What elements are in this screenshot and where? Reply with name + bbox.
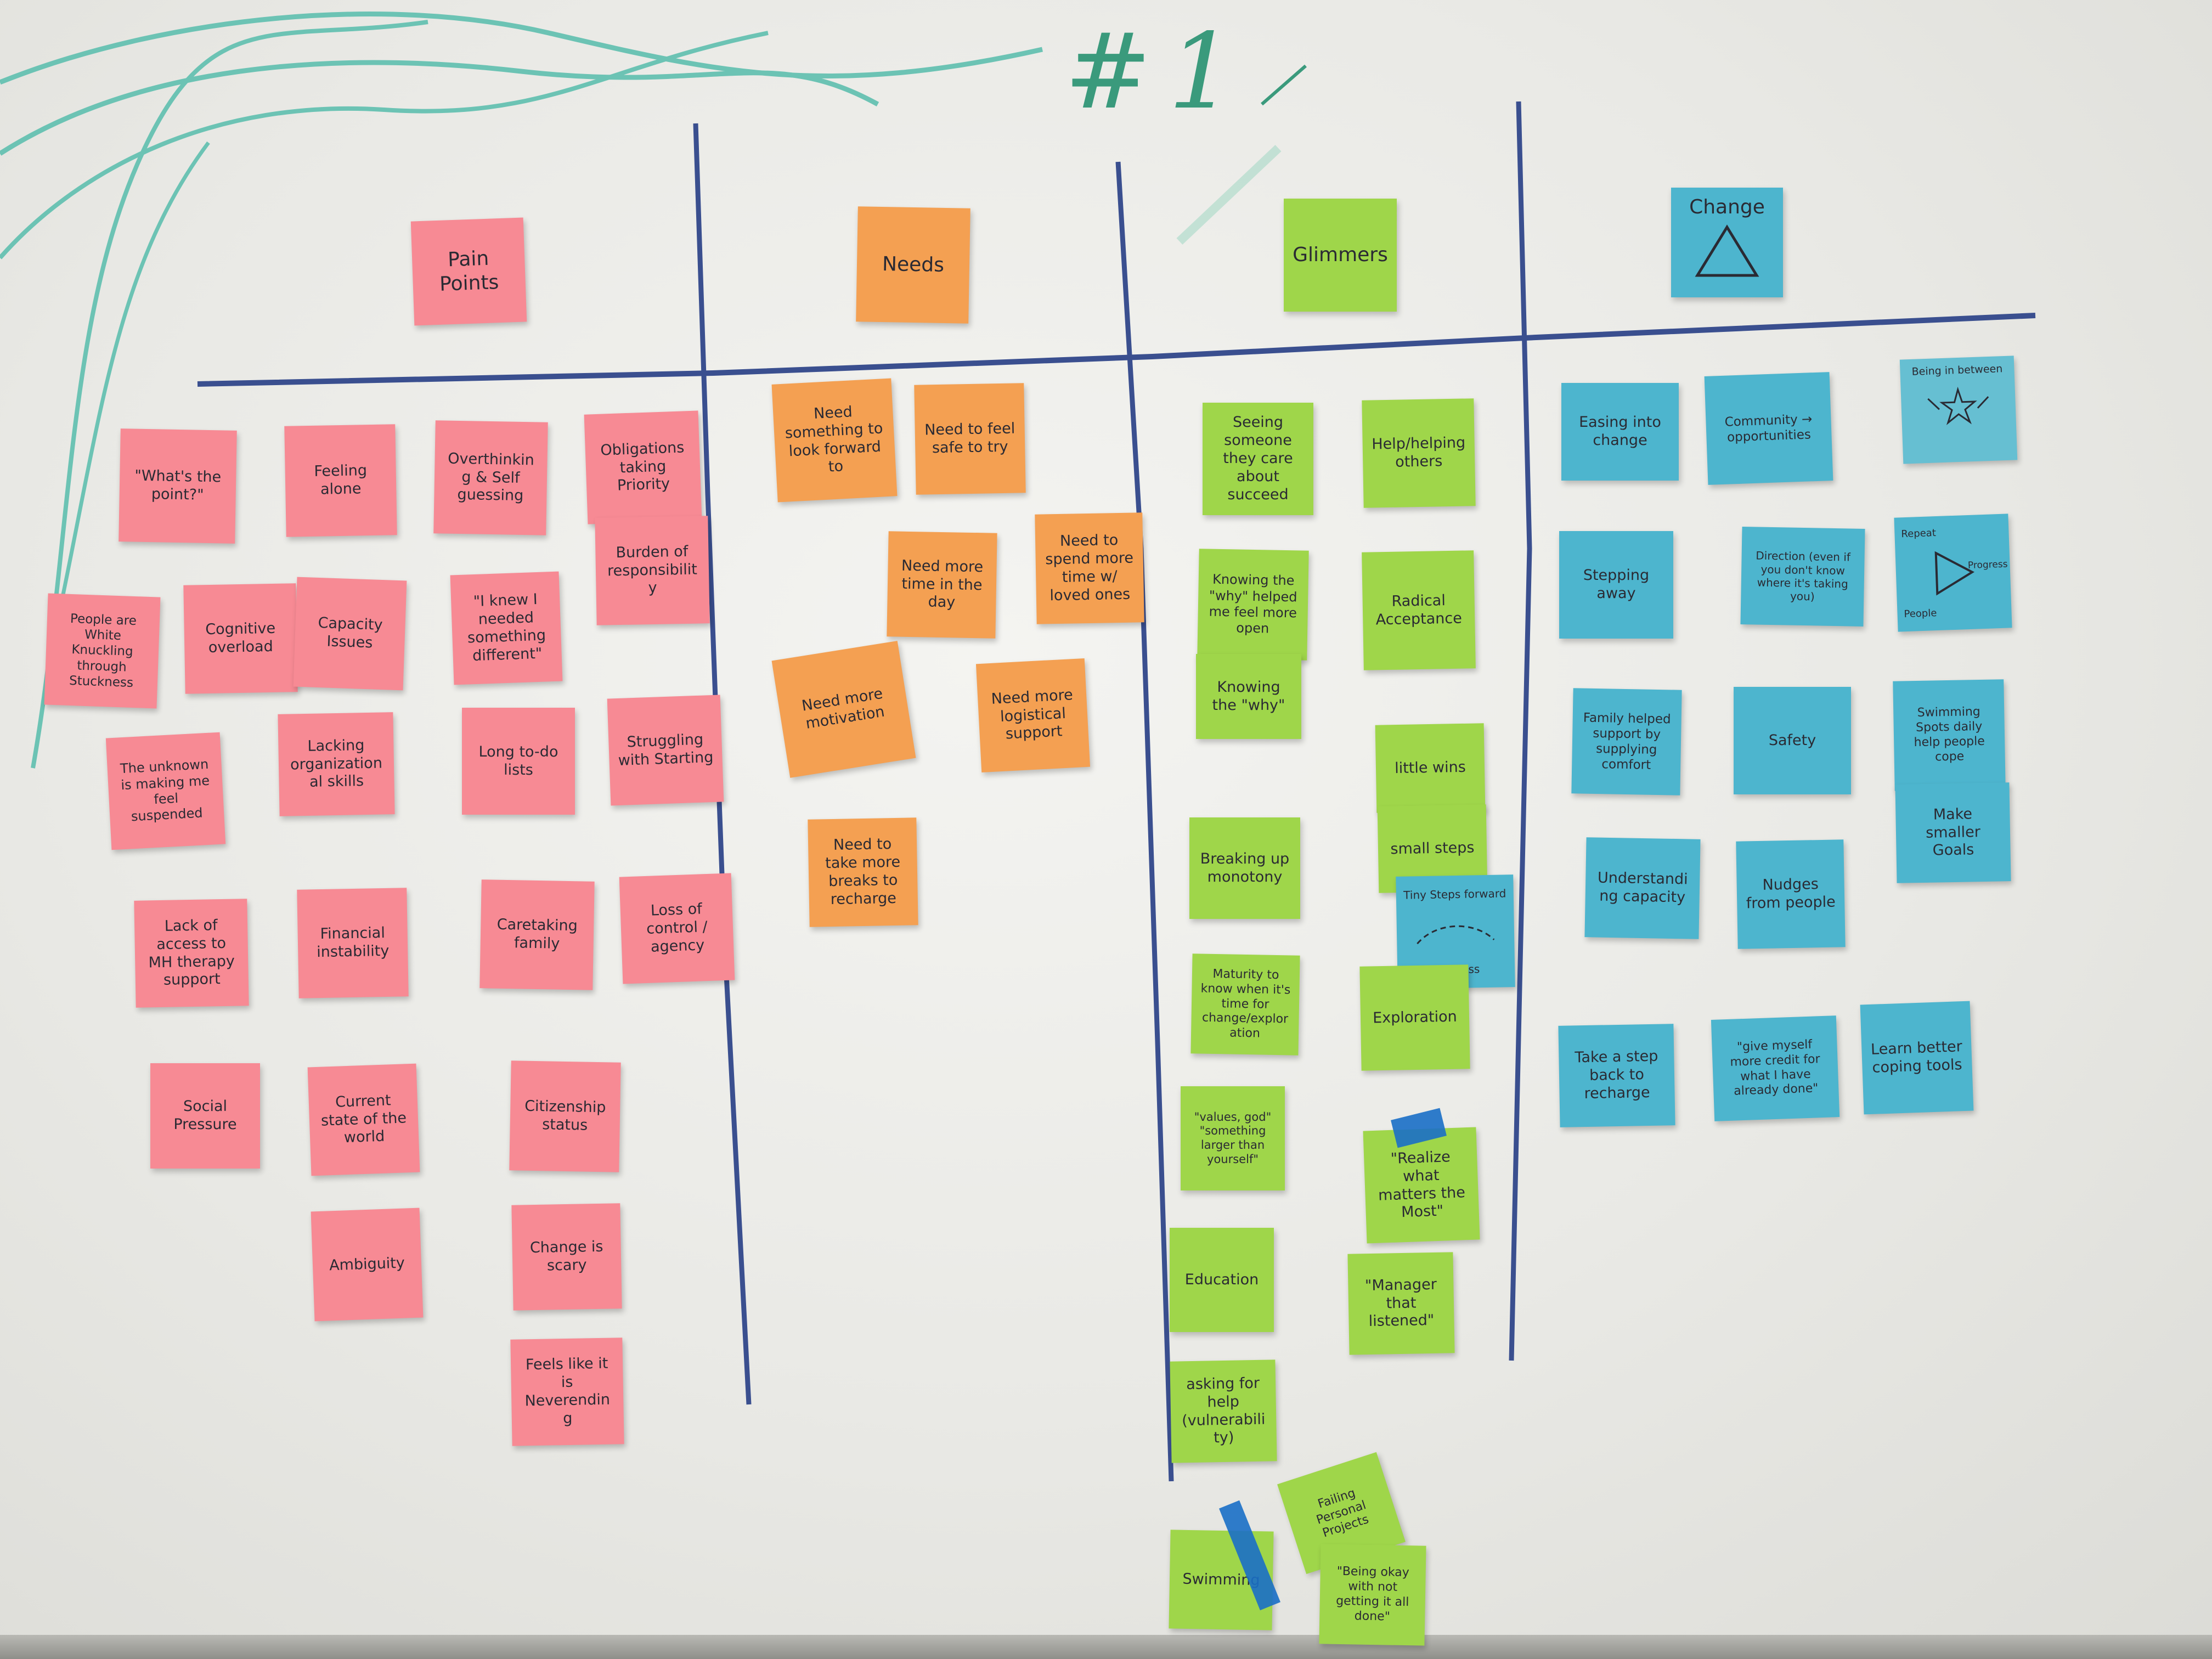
note-overthinking[interactable]: Overthinking & Self guessing — [433, 420, 548, 535]
note-citizenship[interactable]: Citizenship status — [509, 1060, 621, 1172]
note-maturity[interactable]: Maturity to know when it's time for chan… — [1190, 953, 1300, 1056]
note-cognitive-overload[interactable]: Cognitive overload — [183, 583, 298, 694]
note-neverending[interactable]: Feels like it is Neverending — [510, 1338, 624, 1446]
note-values-god[interactable]: "values, god" "something larger than you… — [1181, 1086, 1285, 1190]
note-family-helped[interactable]: Family helped support by supplying comfo… — [1571, 688, 1682, 795]
note-knew-i-needed[interactable]: "I knew I needed something different" — [450, 571, 563, 685]
note-obligations[interactable]: Obligations taking Priority — [584, 410, 702, 524]
note-education[interactable]: Education — [1170, 1228, 1274, 1332]
note-feel-safe[interactable]: Need to feel safe to try — [914, 383, 1026, 495]
teal-scribble — [0, 60, 879, 156]
note-exploration[interactable]: Exploration — [1359, 964, 1470, 1071]
header-change[interactable]: Change — [1671, 188, 1783, 297]
note-tiny-steps[interactable]: Tiny Steps forward progress — [1396, 874, 1515, 989]
note-burden[interactable]: Burden of responsibility — [595, 516, 710, 625]
teal-scribble — [0, 12, 1043, 85]
divider-3 — [1509, 101, 1532, 1361]
header-pain-points[interactable]: Pain Points — [410, 217, 527, 326]
teal-scribble — [47, 141, 210, 659]
note-knowing-why[interactable]: Knowing the "why" — [1196, 654, 1301, 739]
note-realize-matters[interactable]: "Realize what matters the Most" — [1363, 1127, 1480, 1244]
note-motivation[interactable]: Need more motivation — [771, 641, 916, 778]
note-asking-help[interactable]: asking for help (vulnerability) — [1170, 1359, 1277, 1463]
note-unknown-suspended[interactable]: The unknown is making me feel suspended — [105, 732, 226, 850]
horizontal-divider — [197, 313, 2036, 387]
note-stepping-away[interactable]: Stepping away — [1559, 531, 1673, 639]
note-manager-listened[interactable]: "Manager that listened" — [1347, 1252, 1455, 1355]
note-loved-ones[interactable]: Need to spend more time w/ loved ones — [1035, 512, 1144, 624]
note-direction[interactable]: Direction (even if you don't know where … — [1740, 527, 1865, 627]
note-seeing-succeed[interactable]: Seeing someone they care about succeed — [1203, 403, 1313, 515]
note-smaller-goals[interactable]: Make smaller Goals — [1895, 782, 2011, 883]
divider-2 — [1115, 161, 1174, 1482]
people-label: People — [1904, 607, 1937, 620]
note-social-pressure[interactable]: Social Pressure — [150, 1063, 260, 1169]
note-loss-of-control[interactable]: Loss of control / agency — [619, 873, 735, 984]
tiny-steps-label: Tiny Steps forward — [1403, 887, 1506, 902]
note-easing-change[interactable]: Easing into change — [1561, 383, 1679, 481]
note-knowing-why-open[interactable]: Knowing the "why" helped me feel more op… — [1197, 549, 1309, 661]
being-in-between-label: Being in between — [1911, 363, 2003, 378]
play-triangle-icon — [1934, 551, 1975, 596]
note-caretaking[interactable]: Caretaking family — [479, 879, 595, 990]
note-whats-the-point[interactable]: "What's the point?" — [119, 428, 237, 544]
board-title: #1 — [1064, 11, 1251, 132]
note-logistical[interactable]: Need more logistical support — [975, 658, 1091, 773]
note-little-wins[interactable]: little wins — [1375, 723, 1486, 813]
note-step-back[interactable]: Take a step back to recharge — [1558, 1024, 1675, 1127]
note-helping-others[interactable]: Help/helping others — [1362, 398, 1476, 508]
note-understanding-capacity[interactable]: Understanding capacity — [1584, 837, 1701, 939]
note-change-scary[interactable]: Change is scary — [511, 1203, 622, 1311]
note-look-forward[interactable]: Need something to look forward to — [771, 378, 898, 503]
note-capacity-issues[interactable]: Capacity Issues — [293, 577, 407, 691]
triangle-icon — [1695, 224, 1759, 277]
teal-scribble — [31, 20, 428, 769]
note-nudges[interactable]: Nudges from people — [1736, 839, 1846, 949]
note-ambiguity[interactable]: Ambiguity — [311, 1207, 424, 1322]
note-radical-acceptance[interactable]: Radical Acceptance — [1362, 550, 1476, 670]
header-glimmers[interactable]: Glimmers — [1284, 199, 1397, 312]
note-community[interactable]: Community → opportunities — [1704, 372, 1833, 485]
note-lack-access[interactable]: Lack of access to MH therapy support — [134, 899, 249, 1008]
note-struggling-starting[interactable]: Struggling with Starting — [607, 695, 724, 806]
note-being-in-between[interactable]: Being in between — [1899, 356, 2018, 464]
header-needs[interactable]: Needs — [856, 206, 970, 324]
note-repeat-progress[interactable]: Repeat Progress People — [1894, 514, 2012, 632]
dashed-arc-icon — [1417, 925, 1495, 944]
note-current-state-world[interactable]: Current state of the world — [307, 1063, 420, 1176]
note-coping-tools[interactable]: Learn better coping tools — [1860, 1001, 1974, 1115]
person-star-icon — [1927, 387, 1989, 426]
note-safety[interactable]: Safety — [1734, 687, 1851, 794]
repeat-label: Repeat — [1901, 527, 1937, 540]
marker-tray — [0, 1635, 2212, 1659]
note-long-todo[interactable]: Long to-do lists — [462, 708, 575, 815]
note-being-okay[interactable]: "Being okay with not getting it all done… — [1319, 1544, 1426, 1646]
note-feeling-alone[interactable]: Feeling alone — [284, 424, 397, 537]
change-title: Change — [1689, 196, 1765, 218]
note-more-time[interactable]: Need more time in the day — [887, 531, 997, 639]
teal-scribble — [0, 31, 769, 259]
note-give-myself-credit[interactable]: "give myself more credit for what I have… — [1711, 1015, 1840, 1121]
progress-side-label: Progress — [1967, 558, 2008, 572]
note-lacking-organizational[interactable]: Lacking organizational skills — [278, 712, 395, 816]
note-breaks[interactable]: Need to take more breaks to recharge — [808, 817, 918, 927]
note-breaking-monotony[interactable]: Breaking up monotony — [1189, 817, 1300, 919]
note-white-knuckling[interactable]: People are White Knuckling through Stuck… — [44, 593, 161, 709]
note-financial-instability[interactable]: Financial instability — [297, 888, 409, 998]
note-swimming-spots[interactable]: Swimming Spots daily help people cope — [1893, 679, 2006, 791]
